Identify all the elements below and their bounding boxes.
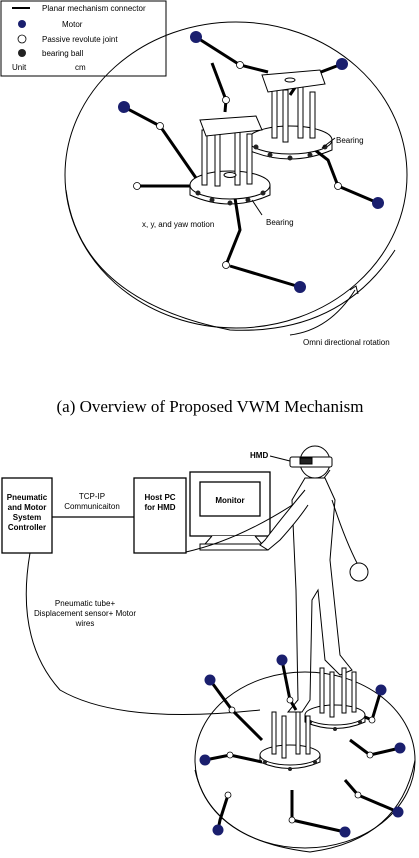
bottom-joints (224, 696, 376, 824)
legend-motor-icon (18, 20, 26, 28)
joint-icon (236, 61, 244, 69)
tcp-line-2: Communicaiton (64, 502, 120, 511)
joint-icon (334, 182, 342, 190)
top-joints (133, 61, 342, 269)
legend-joint-text: Passive revolute joint (42, 35, 118, 44)
controller-line-3: System (13, 513, 41, 522)
legend-motor-text: Motor (62, 20, 83, 29)
motor-icon (339, 826, 351, 838)
controller-box (1, 477, 53, 554)
tube-line-1: Pneumatic tube+ (55, 599, 116, 608)
bearing-left-label: Bearing (266, 218, 294, 227)
tube-line-2: Displacement sensor+ Motor (34, 609, 136, 618)
bottom-right-platform (304, 667, 366, 731)
motor-icon (336, 58, 348, 70)
host-line-2: for HMD (144, 503, 175, 512)
rotation-arrow (289, 289, 356, 336)
joint-icon (288, 816, 296, 824)
legend-ball-icon (18, 49, 26, 57)
motor-icon (276, 654, 288, 666)
joint-icon (354, 791, 362, 799)
host-line-1: Host PC (144, 493, 175, 502)
top-left-platform (189, 115, 271, 206)
motor-icon (372, 197, 384, 209)
motor-icon (118, 101, 130, 113)
motor-icon (294, 281, 306, 293)
joint-icon (133, 182, 141, 190)
controller-line-1: Pneumatic (7, 493, 48, 502)
motor-icon (392, 806, 404, 818)
bottom-base-edge (194, 759, 416, 853)
joint-icon (222, 96, 230, 104)
joint-icon (156, 122, 164, 130)
legend-connector-text: Planar mechanism connector (42, 4, 146, 13)
bearing-left-leader (251, 199, 263, 216)
motion-label: x, y, and yaw motion (142, 220, 214, 229)
bearing-right-leader (321, 137, 336, 149)
hmd-label: HMD (250, 451, 268, 460)
motor-icon (204, 674, 216, 686)
joint-icon (226, 751, 234, 759)
joint-icon (222, 261, 230, 269)
top-base-outer (64, 21, 408, 329)
joint-icon (368, 716, 376, 724)
top-motors (118, 31, 384, 293)
controller-line-2: and Motor (8, 503, 47, 512)
motor-icon (394, 742, 406, 754)
motor-icon (199, 754, 211, 766)
bottom-diagram: Pneumatic and Motor System Controller TC… (1, 445, 416, 853)
host-pc-box (133, 477, 187, 554)
joint-icon (224, 791, 232, 799)
legend-unit-value: cm (75, 63, 86, 72)
top-diagram: Planar mechanism connector Motor Passive… (0, 0, 408, 347)
top-base-edge (65, 189, 396, 331)
legend-unit-label: Unit (12, 63, 27, 72)
monitor-label: Monitor (215, 496, 244, 505)
joint-icon (366, 751, 374, 759)
joint-icon (286, 696, 294, 704)
bottom-left-platform (259, 711, 321, 771)
motor-icon (190, 31, 202, 43)
legend-joint-icon (17, 34, 27, 44)
tube-line-3: wires (75, 619, 95, 628)
monitor-screen (199, 481, 261, 517)
controller-line-4: Controller (8, 523, 46, 532)
human-figure (259, 445, 369, 713)
bottom-motors (199, 654, 406, 838)
legend-ball-text: bearing ball (42, 49, 84, 58)
pneumatic-tube (25, 552, 261, 715)
rotation-arrow-head (349, 285, 359, 295)
rotation-label: Omni directional rotation (303, 338, 390, 347)
tcp-line-1: TCP-IP (79, 492, 105, 501)
motor-icon (212, 824, 224, 836)
top-right-platform (247, 69, 333, 161)
monitor-stand (203, 535, 264, 545)
figure-caption: (a) Overview of Proposed VWM Mechanism (56, 397, 363, 416)
bearing-right-label: Bearing (336, 136, 364, 145)
hmd-leader (269, 455, 291, 462)
legend-box (0, 0, 167, 77)
motor-icon (375, 684, 387, 696)
joint-icon (228, 706, 236, 714)
